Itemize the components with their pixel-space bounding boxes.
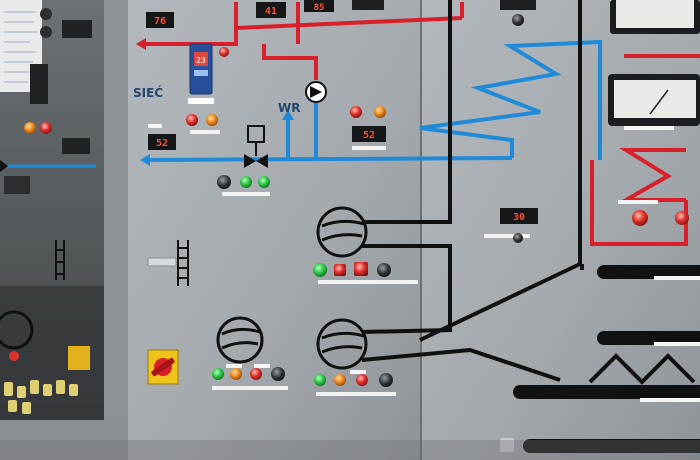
display-top-left: 76	[146, 12, 174, 28]
display-right-mid: 30	[500, 208, 538, 224]
compressor1-switch[interactable]	[377, 263, 391, 277]
compressor1-green-lamp	[313, 263, 327, 277]
left-yellow-switch[interactable]	[68, 346, 90, 370]
compressor2-switch[interactable]	[271, 367, 285, 381]
compressor2-green-lamp	[212, 368, 224, 380]
display-top-center-1: 41	[256, 2, 286, 18]
return-arrow	[282, 110, 294, 120]
green-button-2[interactable]	[258, 176, 270, 188]
compressor3-switch[interactable]	[379, 373, 393, 387]
compressor1-stop-button[interactable]	[354, 262, 368, 276]
valve-icon	[244, 154, 256, 168]
compressor3-red-button[interactable]	[356, 374, 368, 386]
compressor2-red-button[interactable]	[250, 368, 262, 380]
display-center-mid-value: 52	[363, 130, 375, 141]
temperature-controller	[189, 43, 213, 95]
green-button[interactable]	[240, 176, 252, 188]
signal-lines	[361, 0, 584, 382]
display-top-center-2: 85	[304, 0, 334, 13]
display-center-mid: 52	[352, 126, 386, 142]
indicator-red	[186, 114, 198, 126]
display-left-mid: 52	[148, 134, 176, 150]
display-left-mid-value: 52	[156, 138, 168, 149]
network-label: SIEĆ	[133, 86, 164, 100]
selector-knob[interactable]	[217, 175, 231, 189]
indicator-red-center	[350, 106, 362, 118]
left-red-led	[9, 351, 19, 361]
left-pump-symbol	[0, 310, 34, 350]
compressor3-orange-lamp	[334, 374, 346, 386]
indicator-orange-center	[374, 106, 386, 118]
label-tags	[148, 124, 700, 402]
compressor2-orange-lamp	[230, 368, 242, 380]
right-bus-bars	[513, 265, 700, 453]
indicator-orange	[206, 114, 218, 126]
analog-gauge-mid	[608, 74, 700, 126]
main-isolator-switch[interactable]	[147, 349, 179, 385]
cabinet-frame	[104, 0, 128, 460]
indicator-red-top	[219, 47, 229, 57]
right-mid-knob[interactable]	[513, 233, 523, 243]
display-top-left-value: 76	[154, 16, 166, 27]
compressor-symbols	[216, 206, 368, 370]
controller-display: 23	[196, 56, 206, 65]
analog-gauge-top	[610, 0, 700, 34]
display-top-center-2-value: 85	[314, 3, 325, 13]
main-panel-left	[128, 0, 420, 460]
return-label: WR	[278, 101, 301, 115]
top-right-knob[interactable]	[512, 14, 524, 26]
compressor3-green-lamp	[314, 374, 326, 386]
display-top-center-1-value: 41	[265, 6, 277, 17]
compressor1-red-button[interactable]	[334, 264, 346, 276]
ladder-symbol	[55, 240, 189, 286]
indicator-red-right	[632, 210, 648, 226]
display-right-mid-value: 30	[513, 212, 525, 223]
